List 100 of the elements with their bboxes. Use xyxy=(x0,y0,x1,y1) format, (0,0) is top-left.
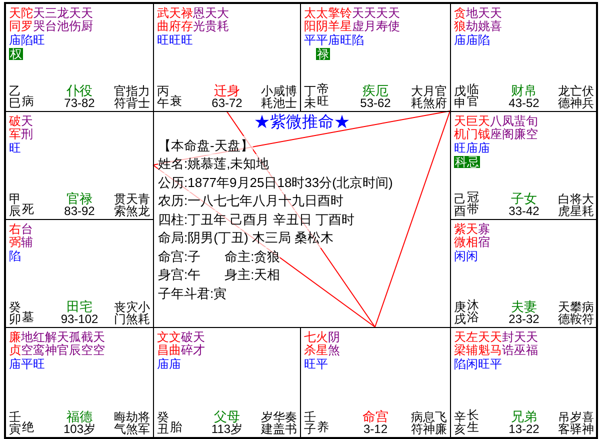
star-name: 太阴 xyxy=(316,7,328,32)
stem-branch-text: 戊申 xyxy=(454,84,466,110)
deity-name: 飞廉 xyxy=(435,410,447,436)
deity-name: 丧门 xyxy=(114,300,126,326)
star-name: 天喜 xyxy=(490,7,502,32)
life-stage-text: 胎 xyxy=(170,421,182,434)
star-name: 天梁 xyxy=(454,331,466,356)
deity-name: 大耗 xyxy=(411,84,423,110)
deity-name: 天德 xyxy=(558,300,570,326)
star-name: 天魁 xyxy=(478,331,490,356)
star-name: 天府 xyxy=(169,7,181,32)
life-stage-text: 墓 xyxy=(22,311,34,324)
age-range: 13-22 xyxy=(508,423,540,436)
life-stage-text: 衰 xyxy=(170,95,182,108)
info-text: 四柱:丁丑年 己酉月 辛丑日 丁酉时 xyxy=(158,210,354,229)
deity-name: 龙德 xyxy=(558,84,570,110)
transformation-badge: 科忌 xyxy=(454,156,480,168)
star-name: 天姚 xyxy=(478,7,490,32)
stem-branch-text: 癸卯 xyxy=(9,300,21,326)
deity-name: 月煞 xyxy=(423,84,435,110)
star-name: 台辅 xyxy=(21,223,33,248)
life-stage-text: 冠带 xyxy=(467,190,479,216)
star-name: 破碎 xyxy=(181,331,193,356)
star-name: 寡宿 xyxy=(478,223,490,248)
star-name: 廉贞 xyxy=(9,331,21,356)
star-name: 文昌 xyxy=(157,331,169,356)
life-stage-text: 临官 xyxy=(467,82,479,108)
palace-name: 子女 xyxy=(511,192,537,206)
star-name: 禄存 xyxy=(181,7,193,32)
star-name: 截空 xyxy=(81,331,93,356)
brightness-text: 平平庙旺陷 xyxy=(304,34,364,46)
info-text: 命主:贪狼 xyxy=(224,246,280,266)
star-name: 八座 xyxy=(490,115,502,140)
star-name: 天马 xyxy=(490,331,502,356)
brightness-text: 旺平 xyxy=(304,358,328,370)
star-name: 天刑 xyxy=(21,115,33,140)
deity-name: 劫煞 xyxy=(126,410,138,436)
star-name: 火星 xyxy=(316,331,328,356)
deity-name: 喜神 xyxy=(582,410,594,436)
stem-branch-text: 壬寅 xyxy=(9,410,21,436)
brightness-text: 陷 xyxy=(9,250,21,262)
deity-name: 指背 xyxy=(126,84,138,110)
deity-name: 博士 xyxy=(285,84,297,110)
stem-branch-text: 壬子 xyxy=(304,410,316,436)
star-name: 天使 xyxy=(388,7,400,32)
star-name: 太阳 xyxy=(304,7,316,32)
palace-name: 迁身 xyxy=(214,84,240,98)
star-name: 天哭 xyxy=(33,7,45,32)
star-name: 孤辰 xyxy=(69,331,81,356)
star-name: 天厨 xyxy=(81,7,93,32)
star-name: 天钺 xyxy=(478,115,490,140)
star-name: 三台 xyxy=(45,7,57,32)
star-name: 天巫 xyxy=(514,331,526,356)
stem-branch-text: 丙午 xyxy=(157,84,169,110)
star-name: 天官 xyxy=(57,331,69,356)
stem-branch-text: 己酉 xyxy=(454,192,466,218)
deity-name: 贯索 xyxy=(114,192,126,218)
deity-name: 官府 xyxy=(435,84,447,110)
deity-name: 小耗 xyxy=(138,300,150,326)
deity-name: 华盖 xyxy=(273,410,285,436)
brightness-text: 庙陷旺 xyxy=(9,34,45,46)
brightness-text: 旺庙庙 xyxy=(454,142,490,154)
deity-name: 吊客 xyxy=(558,410,570,436)
deity-name: 天煞 xyxy=(126,192,138,218)
deity-name: 岁建 xyxy=(261,410,273,436)
deity-name: 白虎 xyxy=(558,192,570,218)
stem-branch-text: 癸丑 xyxy=(157,410,169,436)
age-range: 93-102 xyxy=(60,313,98,326)
star-name: 天同 xyxy=(9,7,21,32)
star-name: 天相 xyxy=(466,223,478,248)
star-name: 巨门 xyxy=(466,115,478,140)
transformation-badge: 禄 xyxy=(316,48,330,60)
life-stage-text: 养 xyxy=(317,421,329,434)
stem-branch-text: 乙巳 xyxy=(9,84,21,110)
deity-name: 将军 xyxy=(138,410,150,436)
life-stage-text: 帝旺 xyxy=(317,82,329,108)
deity-name: 岁驿 xyxy=(570,410,582,436)
age-range: 53-62 xyxy=(360,97,391,110)
deity-name: 将星 xyxy=(570,192,582,218)
brightness-text: 旺 xyxy=(9,142,21,154)
deity-name: 奏书 xyxy=(285,410,297,436)
connector-line xyxy=(374,110,450,328)
star-name: 红鸾 xyxy=(33,331,45,356)
info-text: 农历:一八七七年八月十九日酉时 xyxy=(158,191,344,210)
age-range: 73-82 xyxy=(64,97,95,110)
palace-name: 疾厄 xyxy=(362,84,388,98)
info-text: 公历:1877年9月25日18时33分(北京时间) xyxy=(158,172,393,192)
star-name: 天寿 xyxy=(376,7,388,32)
star-name: 天伤 xyxy=(69,7,81,32)
info-text: 命局:阴男(丁丑) 木三局 桑松木 xyxy=(158,228,334,248)
stem-branch-text: 甲辰 xyxy=(9,192,21,218)
deity-name: 咸池 xyxy=(273,84,285,110)
transformation-badge: 权 xyxy=(9,48,23,60)
star-name: 阴煞 xyxy=(328,331,340,356)
life-stage-text: 死 xyxy=(22,203,34,216)
life-stage-text: 沐浴 xyxy=(467,298,479,324)
deity-name: 亡神 xyxy=(570,84,582,110)
stem-branch-text: 辛亥 xyxy=(454,410,466,436)
deity-name: 病符 xyxy=(411,410,423,436)
info-text: 姓名:姚慕莲,未知地 xyxy=(158,154,270,174)
